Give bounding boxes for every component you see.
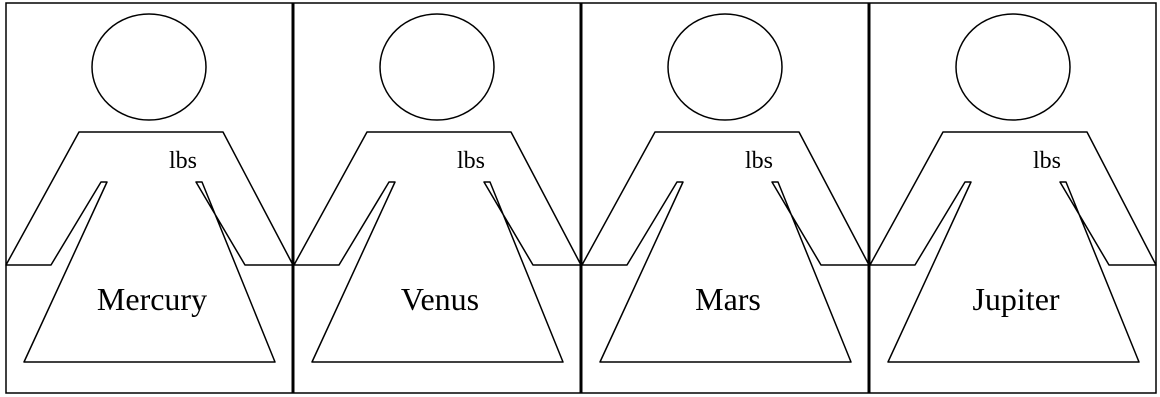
figure-head	[379, 13, 495, 121]
unit-label: lbs	[169, 148, 197, 174]
planet-label: Venus	[401, 281, 479, 317]
figure-body-outline	[581, 131, 870, 363]
planet-label: Mars	[695, 281, 761, 317]
unit-label: lbs	[745, 148, 773, 174]
panel-mercury: lbs Mercury	[5, 13, 294, 363]
unit-label: lbs	[1033, 148, 1061, 174]
figure-body-outline	[293, 131, 582, 363]
panel-venus: lbs Venus	[293, 13, 582, 363]
figure-head	[667, 13, 783, 121]
figure-head	[955, 13, 1071, 121]
panel-mars: lbs Mars	[581, 13, 870, 363]
figure-body-outline	[5, 131, 294, 363]
planet-label: Jupiter	[972, 281, 1059, 317]
panel-jupiter: lbs Jupiter	[869, 13, 1157, 363]
figure-head	[91, 13, 207, 121]
figure-body-outline	[869, 131, 1157, 363]
unit-label: lbs	[457, 148, 485, 174]
planet-label: Mercury	[97, 281, 207, 317]
